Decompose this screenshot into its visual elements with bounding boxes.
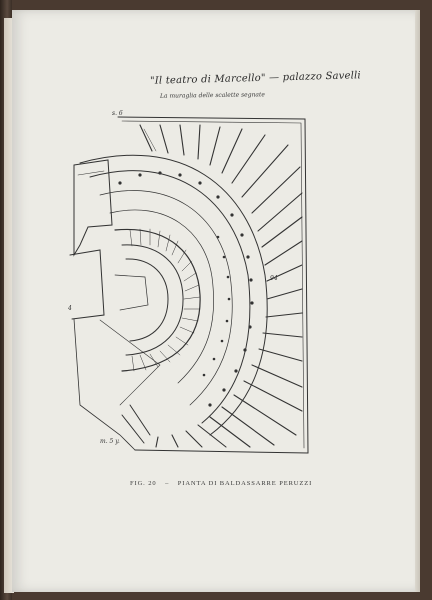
caption-text: PIANTA DI BALDASSARRE PERUZZI: [177, 480, 313, 487]
svg-text:s. 6: s. 6: [112, 110, 123, 117]
svg-text:4: 4: [67, 305, 72, 312]
figure-label: FIG. 20: [130, 480, 157, 487]
theatre-plan-drawing: s. 6 4 94 m. 5 y.: [67, 110, 309, 454]
svg-text:94: 94: [270, 275, 278, 282]
page-edge: [415, 10, 420, 592]
left-page-edge: [4, 18, 14, 593]
figure-caption: FIG. 20 – PIANTA DI BALDASSARRE PERUZZI: [130, 480, 318, 487]
svg-text:m. 5 y.: m. 5 y.: [100, 438, 120, 445]
book-page: [12, 10, 420, 592]
caption-separator: –: [165, 480, 170, 487]
handwritten-subnote: La muraglia delle scalette segnate: [159, 91, 266, 100]
